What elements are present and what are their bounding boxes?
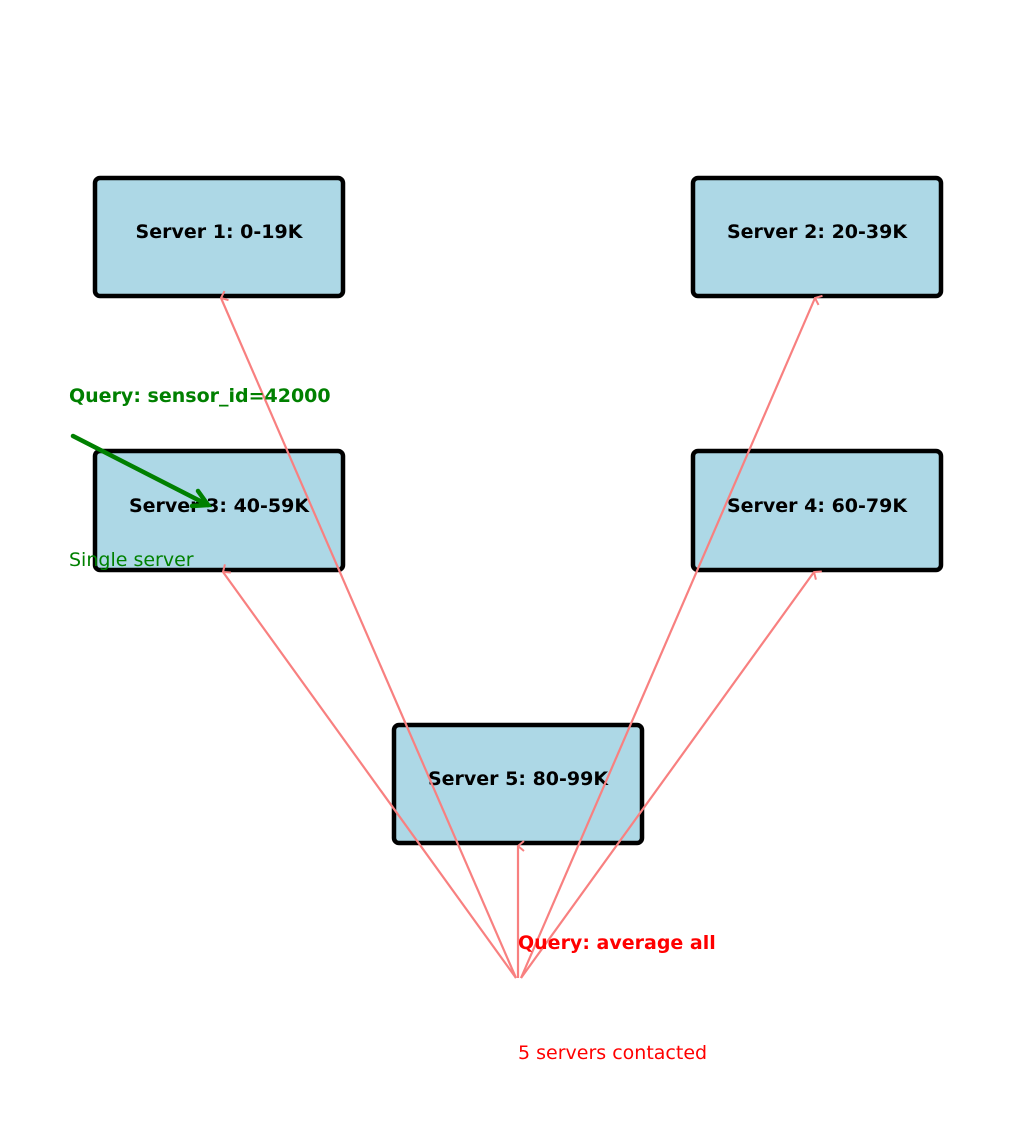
broadcast-arrows <box>221 298 815 979</box>
server-box-4: Server 4: 60-79K <box>690 448 944 573</box>
server-box-1: Server 1: 0-19K <box>92 175 346 299</box>
broadcast-query-note: 5 servers contacted <box>518 1042 707 1064</box>
arrow-to-server-2 <box>519 298 815 979</box>
arrow-to-server-1 <box>221 298 518 979</box>
single-query-title: Query: sensor_id=42000 <box>69 385 331 407</box>
server-label: Server 3: 40-59K <box>129 495 310 517</box>
server-box-2: Server 2: 20-39K <box>690 175 944 299</box>
arrow-to-server-4 <box>520 572 814 979</box>
single-server-arrow <box>70 433 213 509</box>
server-label: Server 2: 20-39K <box>727 221 908 243</box>
server-label: Server 4: 60-79K <box>727 495 908 517</box>
server-label: Server 5: 80-99K <box>428 768 609 790</box>
arrow-to-server-3 <box>223 572 517 979</box>
broadcast-query-title: Query: average all <box>518 932 716 954</box>
single-query-note: Single server <box>69 549 194 571</box>
server-label: Server 1: 0-19K <box>136 221 304 243</box>
